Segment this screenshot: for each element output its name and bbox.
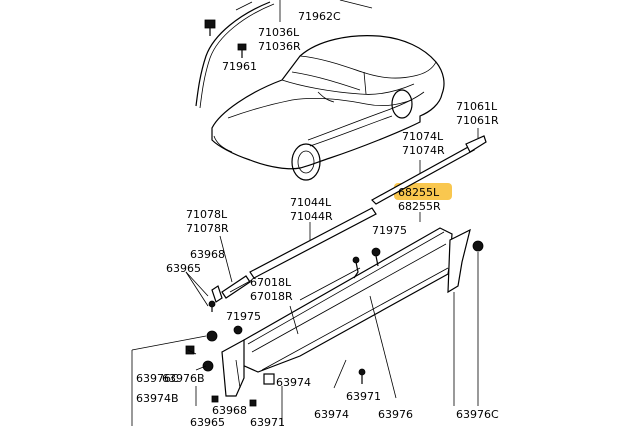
- clip-63968-upper: [211, 285, 223, 303]
- label-63971: 63971: [346, 390, 381, 403]
- label-67018L: 67018L: [250, 276, 292, 289]
- label-63965-lower: 63965: [190, 416, 225, 426]
- roof-molding: [195, 1, 271, 107]
- clip-63971-lower: [249, 399, 257, 407]
- label-63976C-right: 63976C: [456, 408, 499, 421]
- clip-63976B: [185, 345, 195, 355]
- label-68255R: 68255R: [398, 200, 441, 213]
- label-71078L: 71078L: [186, 208, 228, 221]
- label-71961: 71961: [222, 60, 257, 73]
- label-63976C-left: 63976C: [136, 372, 179, 385]
- label-71074R: 71074R: [402, 144, 445, 157]
- clip-63974B: [202, 360, 214, 372]
- screw-63971: [358, 368, 366, 384]
- clip-63968-lower: [211, 395, 219, 403]
- label-63976B: 63976B: [162, 372, 205, 385]
- label-63976: 63976: [378, 408, 413, 421]
- clip-71961: [237, 43, 247, 58]
- label-71962C: 71962C: [298, 10, 341, 23]
- label-63971-lower: 63971: [250, 416, 285, 426]
- clip-top: [204, 19, 216, 36]
- label-63974B: 63974B: [136, 392, 179, 405]
- clip-63976C-left: [206, 330, 218, 342]
- clip-fastener-center: [352, 256, 360, 279]
- label-71061L: 71061L: [456, 100, 498, 113]
- label-67018R: 67018R: [250, 290, 293, 303]
- clip-63974: [263, 373, 275, 385]
- molding-71044: [249, 207, 377, 279]
- label-71074L: 71074L: [402, 130, 444, 143]
- rear-mudguard: [447, 228, 471, 406]
- molding-71078: [219, 235, 251, 299]
- label-71975-upper: 71975: [372, 224, 407, 237]
- highlight-68255L: [394, 183, 452, 200]
- label-71036R: 71036R: [258, 40, 301, 53]
- label-71975-lower: 71975: [226, 310, 261, 323]
- label-71044L: 71044L: [290, 196, 332, 209]
- label-68255L: 68255L: [398, 186, 440, 199]
- screw-63965-upper: [208, 300, 216, 312]
- side-sill-67018: [239, 227, 453, 373]
- clip-71975-upper: [371, 247, 381, 267]
- front-mudguard: [221, 338, 245, 397]
- label-71061R: 71061R: [456, 114, 499, 127]
- label-63965-upper: 63965: [166, 262, 201, 275]
- molding-71061: [465, 128, 487, 153]
- clip-63976C-right: [472, 240, 484, 252]
- clip-71975-lower: [233, 325, 243, 335]
- label-63968-upper: 63968: [190, 248, 225, 261]
- label-63974-mid: 63974: [276, 376, 311, 389]
- label-71044R: 71044R: [290, 210, 333, 223]
- label-71078R: 71078R: [186, 222, 229, 235]
- car-body: [211, 35, 445, 181]
- label-63974-lower: 63974: [314, 408, 349, 421]
- label-63968-lower: 63968: [212, 404, 247, 417]
- label-71036L: 71036L: [258, 26, 300, 39]
